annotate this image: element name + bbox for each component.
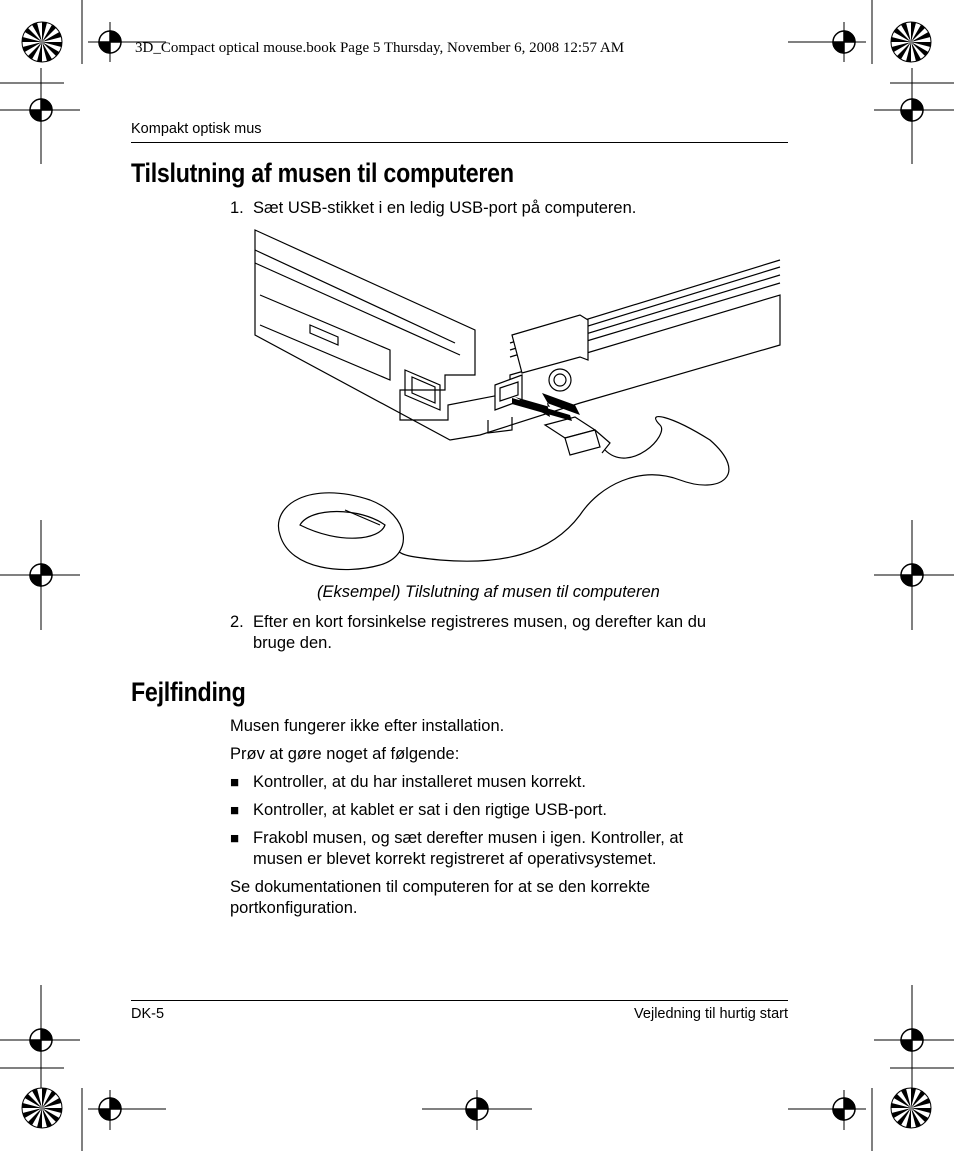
list-item: musen er blevet korrekt registreret af o… (253, 850, 657, 868)
list-item: Kontroller, at kablet er sat i den rigti… (253, 801, 608, 819)
bullet-marker: ■ (230, 802, 240, 819)
running-head: Kompakt optisk mus (131, 121, 262, 137)
figure-caption: (Eksempel) Tilslutning af musen til comp… (317, 583, 660, 601)
header-rule (131, 142, 788, 143)
paragraph: Musen fungerer ikke efter installation. (230, 717, 505, 735)
section-title-connect: Tilslutning af musen til computeren (131, 158, 514, 188)
paragraph: Se dokumentationen til computeren for at… (230, 878, 651, 896)
list-item: Kontroller, at du har installeret musen … (253, 773, 586, 791)
page-number: DK-5 (131, 1006, 165, 1022)
section-title-troubleshooting: Fejlfinding (131, 677, 246, 707)
step-number: 2. (230, 613, 244, 631)
bullet-marker: ■ (230, 830, 240, 847)
paragraph: portkonfiguration. (230, 899, 358, 917)
print-slug: 3D_Compact optical mouse.book Page 5 Thu… (135, 40, 625, 56)
paragraph: Prøv at gøre noget af følgende: (230, 745, 460, 763)
step-number: 1. (230, 199, 244, 217)
footer-rule (131, 1000, 788, 1001)
step-text: Sæt USB-stikket i en ledig USB-port på c… (253, 199, 637, 217)
step-text: Efter en kort forsinkelse registreres mu… (253, 613, 707, 631)
list-item: Frakobl musen, og sæt derefter musen i i… (253, 829, 684, 847)
bullet-marker: ■ (230, 774, 240, 791)
step-text: bruge den. (253, 634, 332, 652)
guide-title: Vejledning til hurtig start (634, 1006, 788, 1022)
laptop-mouse-illustration (254, 229, 781, 571)
